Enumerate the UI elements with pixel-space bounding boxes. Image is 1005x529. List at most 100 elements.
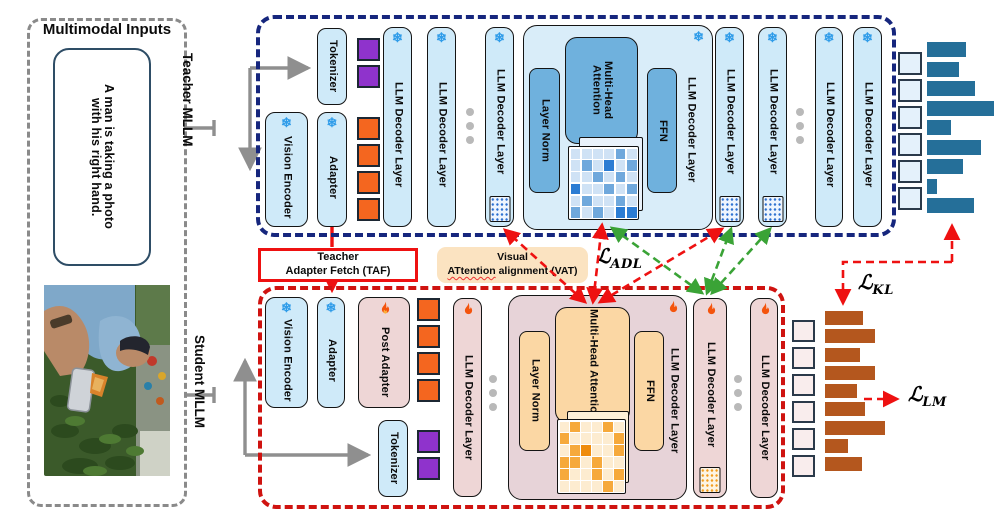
multimodal-inputs-region [27,18,187,507]
token-square [417,352,440,375]
tokenizer-label: Tokenizer [387,432,400,485]
attention-cell [626,183,637,194]
attention-cell [570,183,581,194]
distribution-bar [825,420,885,435]
attention-cell [603,433,613,444]
snowflake-icon: ❄ [326,115,338,130]
taf-box: Teacher Adapter Fetch (TAF) [258,248,418,282]
token-square [417,298,440,321]
teacher-decoder-layer-1: ❄ LLM Decoder Layer [383,27,412,227]
attention-cell [570,160,581,171]
input-caption: A man is taking a photo with his right h… [89,84,116,229]
teacher-decoder-layer-2: ❄ LLM Decoder Layer [427,27,456,227]
student-layer-norm: Layer Norm [519,331,550,451]
attention-map-thumbnail [699,467,721,493]
attention-cell [570,195,581,206]
attention-cell [559,421,569,432]
decoder-label: LLM Decoder Layer [668,347,681,454]
attention-cell [581,172,592,183]
student-mllm-label: Student MLLM [192,335,207,428]
token-square [357,171,380,194]
attention-cell [626,160,637,171]
attention-cell [581,469,591,480]
attention-cell [614,421,624,432]
distribution-bar [825,402,866,417]
snowflake-icon: ❄ [693,29,704,44]
student-expanded-decoder: Layer Norm Multi-Head Attention FFN LLM … [508,295,687,500]
distribution-bar [927,178,938,194]
loss-symbol: ℒ [596,244,611,268]
attention-cell [615,160,626,171]
student-decoder-layer-1: LLM Decoder Layer [453,298,482,497]
student-decoder-layer-3: LLM Decoder Layer [750,298,778,498]
attention-cell [603,445,613,456]
flame-icon [665,300,680,317]
attention-cell [593,160,603,171]
distribution-bar [927,159,964,174]
snowflake-icon: ❄ [281,300,292,315]
distribution-bar [825,365,875,380]
attention-cell [581,160,592,171]
token-square [898,160,922,183]
caption-line-2: with his right hand. [89,97,103,217]
attention-cell [581,457,591,468]
token-square [898,187,922,210]
distribution-bar [825,384,857,399]
attention-cell [570,433,580,444]
snowflake-icon: ❄ [436,30,447,45]
token-square [417,457,440,480]
attention-cell [592,469,602,480]
post-adapter-label: Post Adapter [378,327,391,398]
attention-cell [614,481,624,492]
student-adapter: ❄ Adapter [317,297,345,408]
attention-cell [581,148,592,159]
attention-cell [559,433,569,444]
student-attention-map [557,419,626,494]
decoder-label: LLM Decoder Layer [494,69,507,175]
attention-cell [604,183,614,194]
ellipsis-dots [489,375,497,411]
teacher-ffn: FFN [647,68,677,193]
loss-sub: ADL [610,257,643,272]
teacher-expanded-decoder: Layer Norm Multi-Head Attention FFN ❄ LL… [523,25,713,230]
teacher-attention-map [568,146,639,220]
adapter-label: Adapter [326,156,339,199]
snowflake-icon: ❄ [281,115,292,130]
distribution-bar [825,439,848,454]
ffn-label: FFN [643,380,656,402]
distribution-bar [927,61,960,77]
input-photo-man-taking-photo [40,281,174,480]
flame-icon [757,302,772,319]
token-square [357,38,380,61]
flame-icon [703,302,718,319]
decoder-label: LLM Decoder Layer [862,82,875,188]
flame-icon [460,302,475,319]
layer-norm-label: Layer Norm [529,359,542,423]
token-square [792,401,815,423]
distribution-bar [927,81,976,96]
snowflake-icon: ❄ [325,300,337,315]
token-square [357,144,380,167]
attention-cell [615,183,626,194]
snowflake-icon: ❄ [724,30,735,45]
attention-cell [581,433,591,444]
attention-cell [615,172,626,183]
ellipsis-dots [466,108,474,144]
token-square [417,325,440,348]
ellipsis-dots [796,108,804,144]
ellipsis-dots [734,375,742,411]
attention-cell [614,469,624,480]
mha-label: Multi-Head Attention [590,61,615,120]
student-vision-tokens [417,298,440,402]
distribution-bar [927,42,966,57]
attention-cell [615,207,626,218]
teacher-decoder-layer-5: ❄ LLM Decoder Layer [758,27,787,227]
token-square [792,374,815,396]
attention-cell [592,481,602,492]
attention-cell [570,421,580,432]
teacher-multi-head-attention: Multi-Head Attention [565,37,638,144]
attention-cell [626,148,637,159]
student-text-tokens [417,430,440,480]
attention-cell [626,207,637,218]
